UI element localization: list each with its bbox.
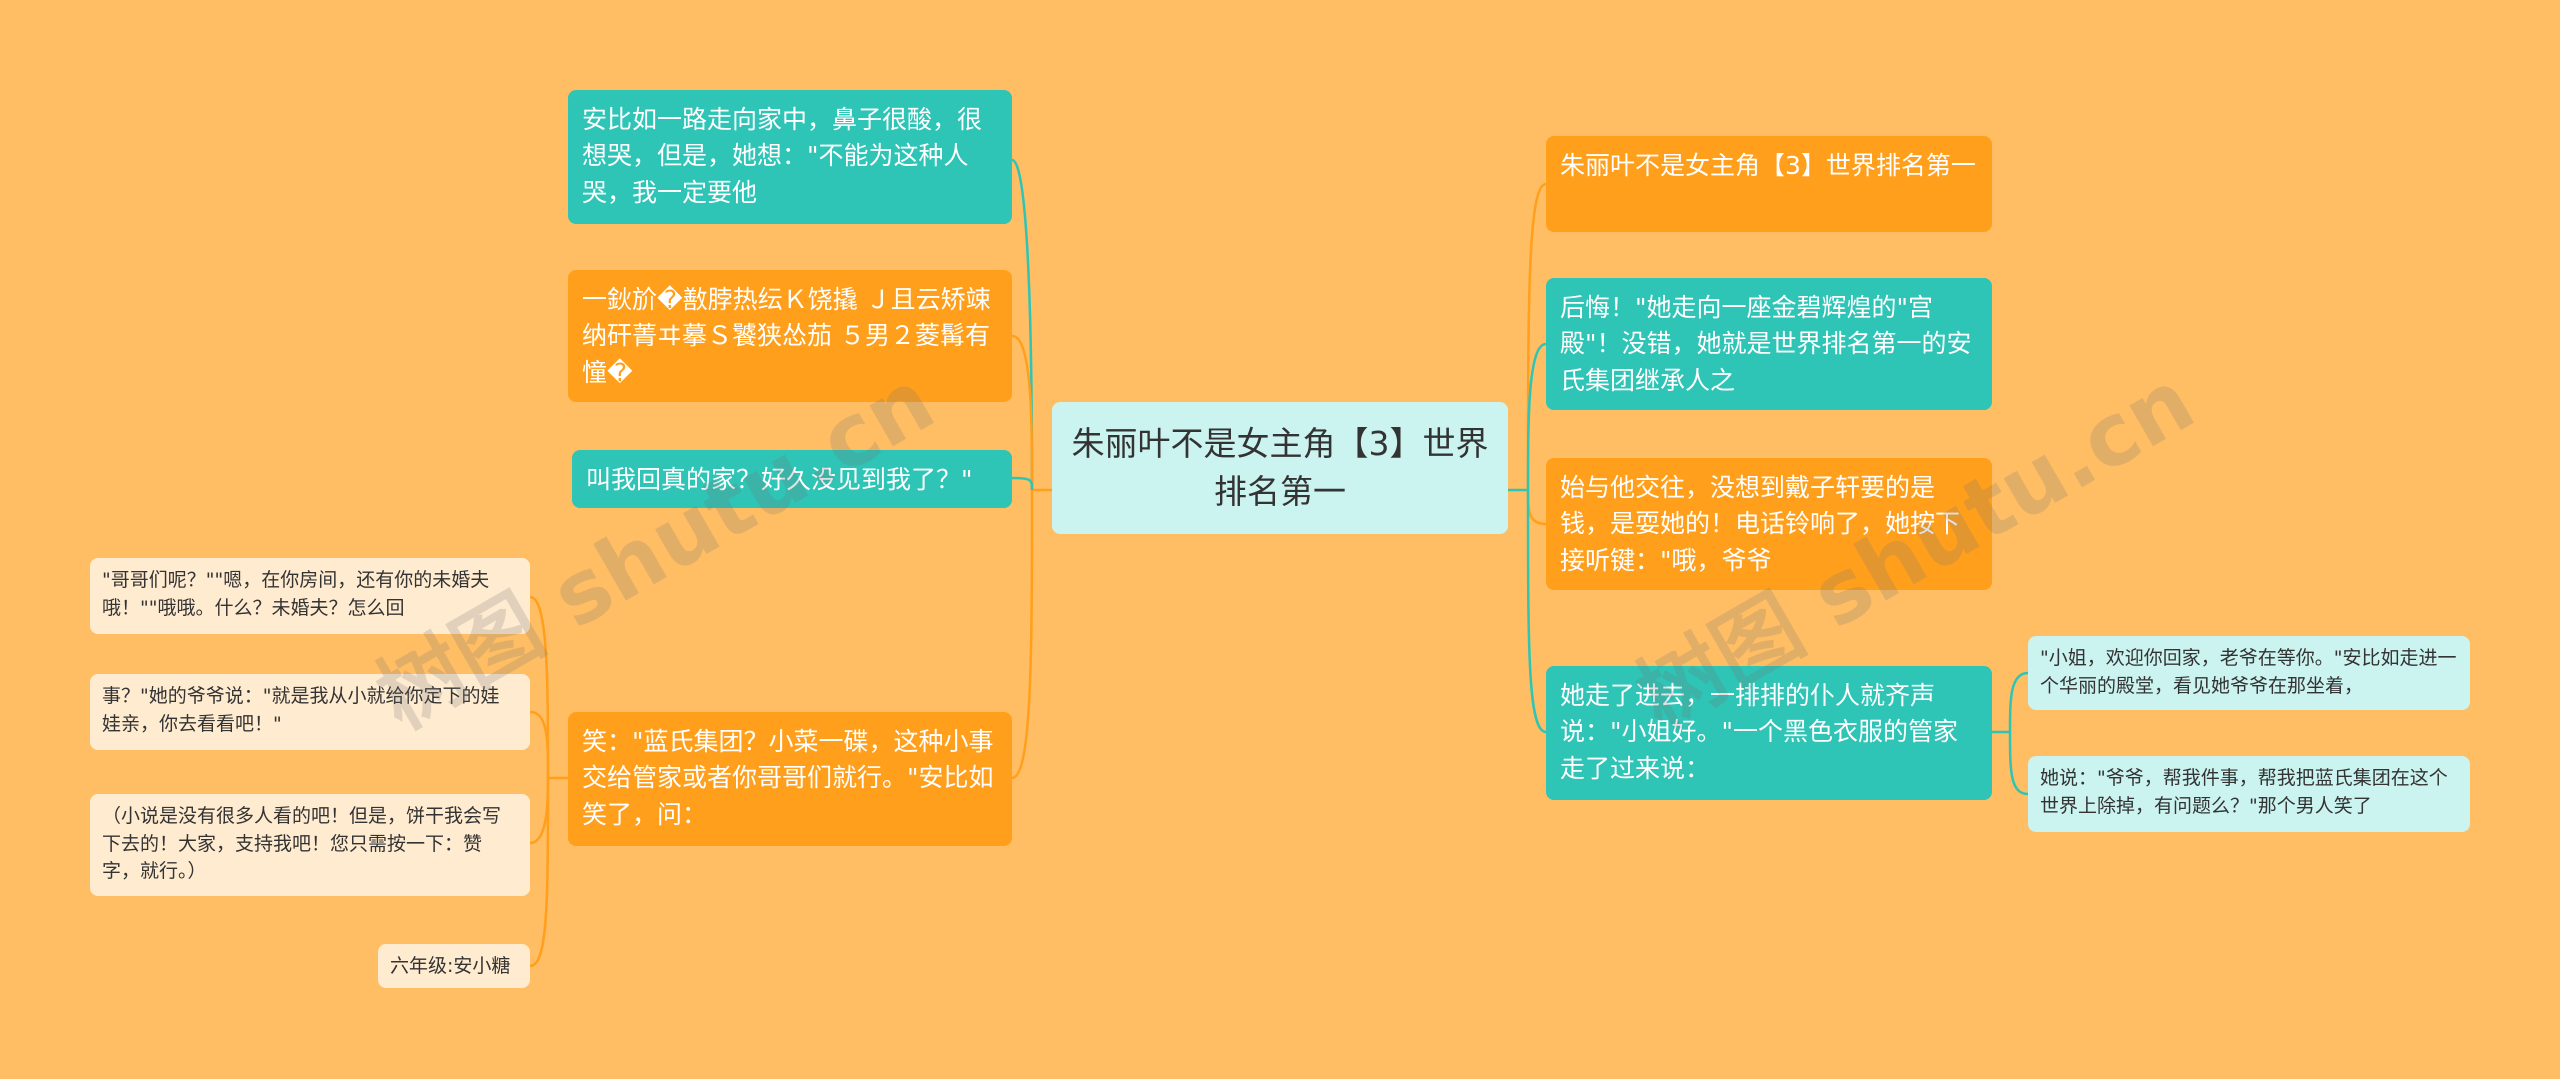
left-topic-2-label: 一鈥斺�敾脖热纭Ｋ饶撬 Ｊ且云矫竦纳矸菁ヰ摹Ｓ饕狭怂茄 ５男２菱髯有憧� [582,285,991,387]
left-topic-4-label: 笑："蓝氏集团？小菜一碟，这种小事交给管家或者你哥哥们就行。"安比如笑了，问： [582,727,994,829]
left-topic-3-label: 叫我回真的家？好久没见到我了？" [586,465,973,494]
right-topic-2-label: 后悔！"她走向一座金碧辉煌的"宫殿"！没错，她就是世界排名第一的安氏集团继承人之 [1560,293,1972,395]
left-subtopic-1[interactable]: "哥哥们呢？""嗯，在你房间，还有你的未婚夫哦！""哦哦。什么？未婚夫？怎么回 [90,558,530,634]
right-subtopic-2[interactable]: 她说："爷爷，帮我件事，帮我把蓝氏集团在这个世界上除掉，有问题么？"那个男人笑了 [2028,756,2470,832]
right-subtopic-1[interactable]: "小姐，欢迎你回家，老爷在等你。"安比如走进一个华丽的殿堂，看见她爷爷在那坐着， [2028,636,2470,710]
left-subtopic-1-label: "哥哥们呢？""嗯，在你房间，还有你的未婚夫哦！""哦哦。什么？未婚夫？怎么回 [102,569,490,619]
right-topic-4-label: 她走了进去，一排排的仆人就齐声说："小姐好。"一个黑色衣服的管家走了过来说： [1560,681,1958,783]
left-subtopic-2-label: 事？"她的爷爷说："就是我从小就给你定下的娃娃亲，你去看看吧！" [102,685,500,735]
right-subtopic-2-label: 她说："爷爷，帮我件事，帮我把蓝氏集团在这个世界上除掉，有问题么？"那个男人笑了 [2040,767,2448,817]
left-topic-3[interactable]: 叫我回真的家？好久没见到我了？" [572,450,1012,508]
left-subtopic-3[interactable]: （小说是没有很多人看的吧！但是，饼干我会写下去的！大家，支持我吧！您只需按一下：… [90,794,530,896]
root-topic[interactable]: 朱丽叶不是女主角【3】世界排名第一 [1052,402,1508,534]
right-subtopic-1-label: "小姐，欢迎你回家，老爷在等你。"安比如走进一个华丽的殿堂，看见她爷爷在那坐着， [2040,647,2457,697]
right-topic-2[interactable]: 后悔！"她走向一座金碧辉煌的"宫殿"！没错，她就是世界排名第一的安氏集团继承人之 [1546,278,1992,410]
right-topic-3-label: 始与他交往，没想到戴子轩要的是钱，是耍她的！电话铃响了，她按下接听键："哦，爷爷 [1560,473,1961,575]
left-topic-1[interactable]: 安比如一路走向家中，鼻子很酸，很想哭，但是，她想："不能为这种人哭，我一定要他 [568,90,1012,224]
left-topic-1-label: 安比如一路走向家中，鼻子很酸，很想哭，但是，她想："不能为这种人哭，我一定要他 [582,105,983,207]
right-topic-4[interactable]: 她走了进去，一排排的仆人就齐声说："小姐好。"一个黑色衣服的管家走了过来说： [1546,666,1992,800]
left-subtopic-4-label: 六年级:安小糖 [390,955,511,977]
left-topic-2[interactable]: 一鈥斺�敾脖热纭Ｋ饶撬 Ｊ且云矫竦纳矸菁ヰ摹Ｓ饕狭怂茄 ５男２菱髯有憧� [568,270,1012,402]
right-topic-1-label: 朱丽叶不是女主角【3】世界排名第一 [1560,151,1976,180]
left-subtopic-4[interactable]: 六年级:安小糖 [378,944,530,988]
root-topic-label: 朱丽叶不是女主角【3】世界排名第一 [1071,424,1489,511]
left-subtopic-3-label: （小说是没有很多人看的吧！但是，饼干我会写下去的！大家，支持我吧！您只需按一下：… [102,805,502,883]
right-topic-1[interactable]: 朱丽叶不是女主角【3】世界排名第一 [1546,136,1992,232]
right-topic-3[interactable]: 始与他交往，没想到戴子轩要的是钱，是耍她的！电话铃响了，她按下接听键："哦，爷爷 [1546,458,1992,590]
left-topic-4[interactable]: 笑："蓝氏集团？小菜一碟，这种小事交给管家或者你哥哥们就行。"安比如笑了，问： [568,712,1012,846]
left-subtopic-2[interactable]: 事？"她的爷爷说："就是我从小就给你定下的娃娃亲，你去看看吧！" [90,674,530,750]
